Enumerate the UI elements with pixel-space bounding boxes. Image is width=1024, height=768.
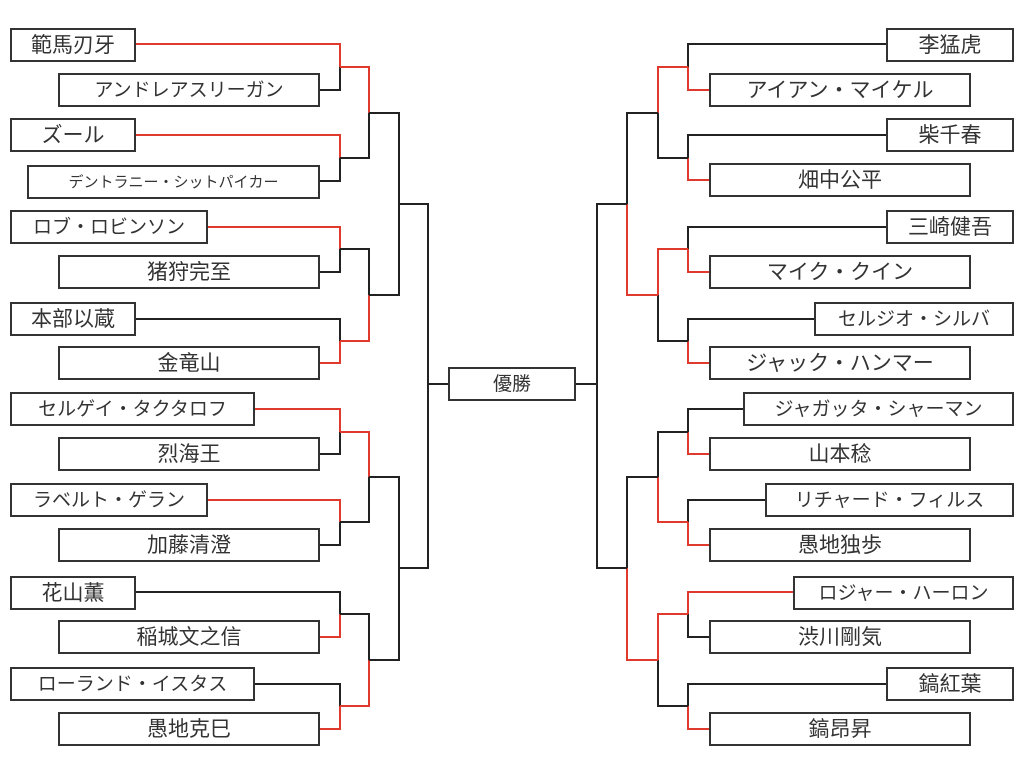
bracket-line-46 (687, 706, 709, 730)
bracket-line-7 (136, 318, 341, 341)
bracket-line-34 (687, 158, 709, 181)
bracket-line-55 (626, 112, 658, 204)
right-player-13: ロジャー・ハーロン (793, 576, 1014, 610)
right-player-11: リチャード・フィルス (765, 483, 1014, 517)
bracket-line-39 (687, 408, 743, 432)
bracket-line-38 (687, 341, 709, 364)
right-player-14: 渋川剛気 (709, 620, 971, 654)
left-player-5: ロブ・ロビンソン (10, 210, 208, 244)
right-player-2: アイアン・マイケル (709, 73, 971, 107)
bracket-line-29 (399, 203, 448, 385)
right-player-8: ジャック・ハンマー (709, 346, 971, 380)
bracket-line-27 (369, 476, 400, 568)
left-player-8: 金竜山 (58, 346, 320, 380)
bracket-line-50 (657, 295, 688, 342)
bracket-line-24 (340, 660, 370, 707)
bracket-line-59 (576, 203, 627, 385)
bracket-line-2 (320, 67, 341, 91)
bracket-line-11 (208, 499, 341, 522)
right-player-6: マイク・クイン (709, 255, 971, 289)
bracket-line-28 (369, 568, 400, 661)
bracket-line-47 (657, 66, 688, 113)
right-player-10: 山本稔 (709, 437, 971, 471)
bracket-line-48 (657, 113, 688, 159)
bracket-line-31 (687, 43, 886, 67)
right-player-1: 李猛虎 (886, 28, 1014, 62)
left-player-3: ズール (10, 118, 136, 152)
right-player-12: 愚地独歩 (709, 528, 971, 562)
bracket-line-18 (340, 113, 370, 159)
bracket-line-36 (687, 249, 709, 273)
bracket-line-6 (320, 249, 341, 273)
left-player-7: 本部以蔵 (10, 302, 136, 336)
bracket-line-15 (255, 683, 341, 706)
bracket-line-58 (626, 568, 658, 661)
bracket-line-41 (687, 499, 765, 522)
bracket-line-25 (369, 112, 400, 204)
bracket-line-56 (626, 204, 658, 296)
left-player-15: ローランド・イスタス (10, 667, 255, 701)
bracket-line-44 (687, 614, 709, 638)
left-player-14: 稲城文之信 (58, 620, 320, 654)
bracket-line-42 (687, 522, 709, 546)
bracket-line-10 (320, 432, 341, 455)
bracket-line-16 (320, 706, 341, 730)
bracket-line-19 (340, 248, 370, 295)
bracket-line-14 (320, 614, 341, 638)
left-player-4: デントラニー・シットパイカー (27, 165, 320, 199)
bracket-line-52 (657, 477, 688, 523)
bracket-line-9 (255, 408, 341, 432)
bracket-line-20 (340, 295, 370, 342)
left-player-9: セルゲイ・タクタロフ (10, 392, 255, 426)
bracket-line-4 (320, 158, 341, 182)
bracket-line-22 (340, 477, 370, 523)
bracket-line-43 (687, 591, 793, 614)
left-player-12: 加藤清澄 (58, 528, 320, 562)
bracket-line-45 (687, 683, 886, 706)
bracket-line-35 (687, 226, 886, 249)
right-player-3: 柴千春 (886, 118, 1014, 152)
bracket-line-40 (687, 432, 709, 455)
bracket-line-8 (320, 341, 341, 364)
champion-box: 優勝 (448, 367, 576, 401)
bracket-line-26 (369, 204, 400, 296)
right-player-15: 鎬紅葉 (886, 667, 1014, 701)
left-player-10: 烈海王 (58, 437, 320, 471)
bracket-line-3 (136, 134, 341, 158)
right-player-4: 畑中公平 (709, 163, 971, 197)
bracket-line-60 (596, 384, 627, 569)
bracket-line-13 (136, 591, 341, 614)
left-player-1: 範馬刃牙 (10, 28, 136, 62)
right-player-5: 三崎健吾 (886, 210, 1014, 244)
bracket-line-53 (657, 613, 688, 660)
left-player-6: 猪狩完至 (58, 255, 320, 289)
left-player-11: ラベルト・ゲラン (10, 483, 208, 517)
bracket-line-30 (399, 384, 429, 569)
bracket-line-33 (687, 134, 886, 158)
left-player-13: 花山薫 (10, 576, 136, 610)
left-player-2: アンドレアスリーガン (58, 73, 320, 107)
bracket-line-49 (657, 248, 688, 295)
right-player-16: 鎬昂昇 (709, 712, 971, 746)
bracket-line-37 (687, 318, 814, 341)
bracket-line-32 (687, 67, 709, 91)
bracket-line-17 (340, 66, 370, 113)
right-player-7: セルジオ・シルバ (814, 302, 1014, 336)
bracket-line-23 (340, 613, 370, 660)
bracket-line-21 (340, 431, 370, 477)
bracket-line-1 (136, 43, 341, 67)
bracket-line-57 (626, 476, 658, 568)
left-player-16: 愚地克巳 (58, 712, 320, 746)
bracket-line-12 (320, 522, 341, 546)
bracket-line-54 (657, 660, 688, 707)
bracket-line-5 (208, 226, 341, 249)
bracket-line-51 (657, 431, 688, 477)
right-player-9: ジャガッタ・シャーマン (743, 392, 1014, 426)
